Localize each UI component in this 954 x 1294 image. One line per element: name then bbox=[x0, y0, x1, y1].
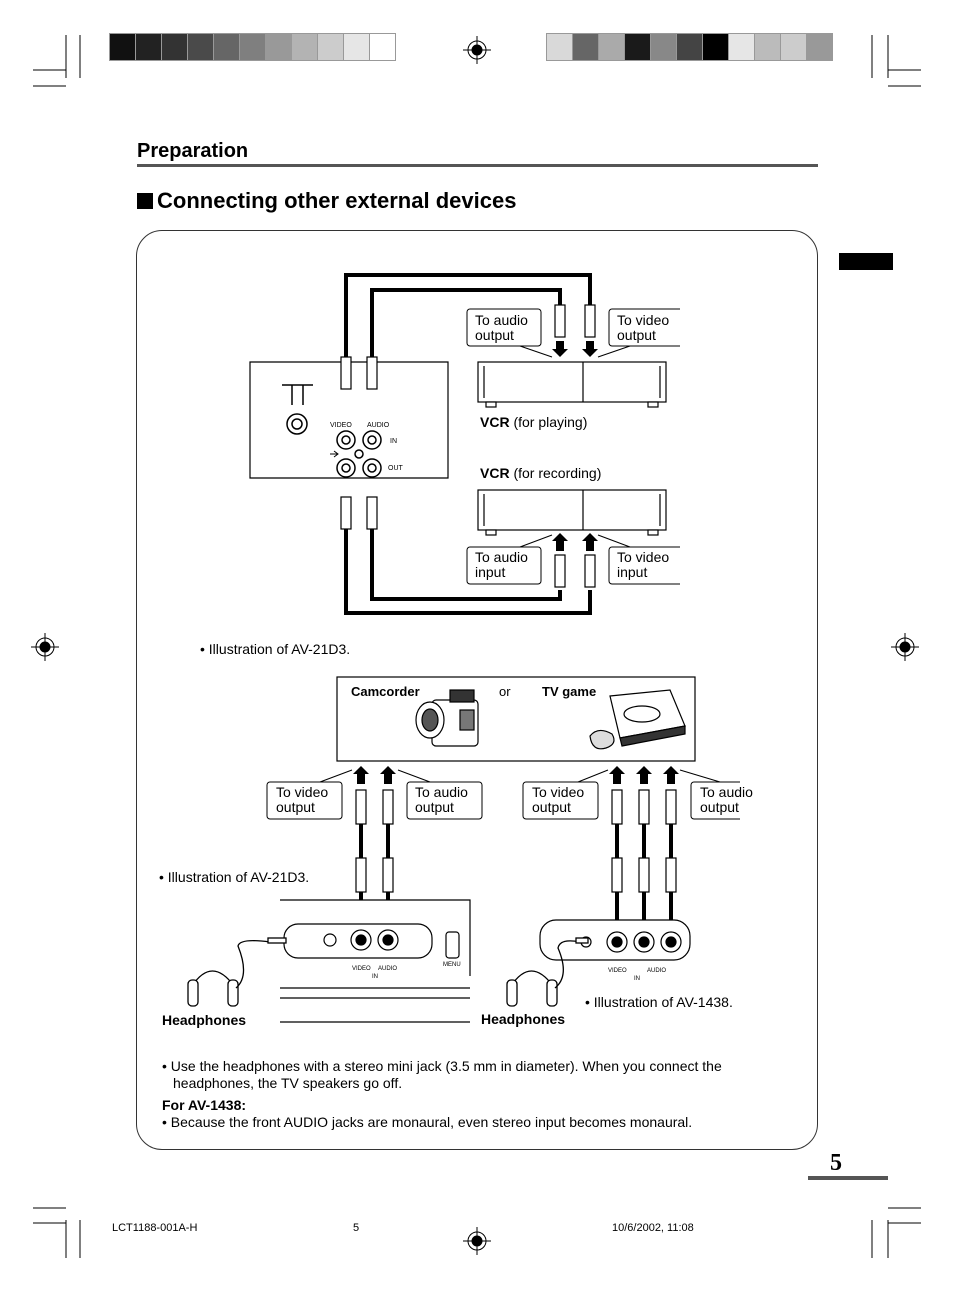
color-swatch bbox=[598, 33, 625, 61]
caption-diagram2-right: • Illustration of AV-1438. bbox=[585, 994, 733, 1010]
callout-audio-output: To audio output bbox=[475, 312, 528, 343]
section-title: Preparation bbox=[137, 140, 249, 162]
plugs bbox=[340, 304, 596, 588]
tv-video-label: VIDEO bbox=[330, 422, 352, 429]
heading-square-icon bbox=[137, 193, 153, 209]
camcorder-label: Camcorder bbox=[351, 684, 420, 699]
color-swatch bbox=[135, 33, 162, 61]
color-bar-right bbox=[546, 33, 833, 61]
callout-left-video-output: To video output bbox=[276, 784, 329, 815]
tv-front-panel-right bbox=[539, 919, 691, 961]
or-label: or bbox=[499, 684, 511, 699]
diagram-vcr-connection: VIDEO AUDIO IN OUT bbox=[249, 273, 680, 615]
note-for-label: For AV-1438: bbox=[162, 1097, 247, 1113]
callout-video-input: To video input bbox=[617, 549, 670, 580]
color-swatch bbox=[161, 33, 188, 61]
tv-rear-panel bbox=[249, 361, 449, 479]
callout-audio-input: To audio input bbox=[475, 549, 528, 580]
callout-right-video-output: To video output bbox=[532, 784, 585, 815]
vcr-playing bbox=[477, 361, 667, 408]
color-swatch bbox=[109, 33, 136, 61]
footer-right: 10/6/2002, 11:08 bbox=[612, 1222, 694, 1234]
tv-in-label: IN bbox=[390, 438, 397, 445]
color-swatch bbox=[291, 33, 318, 61]
color-swatch bbox=[650, 33, 677, 61]
callout-right-audio-output: To audio output bbox=[700, 784, 753, 815]
cables bbox=[344, 273, 592, 615]
arrow-icon bbox=[330, 450, 339, 458]
front-arrows bbox=[353, 766, 679, 784]
callout-boxes bbox=[466, 308, 680, 585]
page-heading: Connecting other external devices bbox=[137, 188, 516, 214]
caption-diagram1: • Illustration of AV-21D3. bbox=[200, 641, 351, 657]
front-in-label-right: IN bbox=[634, 976, 640, 982]
callout-left-audio-output: To audio output bbox=[415, 784, 468, 815]
vcr-recording-rest: (for recording) bbox=[509, 465, 602, 481]
front-plugs bbox=[355, 789, 677, 893]
tv-game-label: TV game bbox=[542, 684, 597, 699]
footer-center: 5 bbox=[353, 1222, 360, 1234]
vcr-recording bbox=[477, 489, 667, 536]
heading-text: Connecting other external devices bbox=[157, 188, 517, 213]
registration-mark-left bbox=[31, 633, 59, 661]
section-rule bbox=[137, 164, 818, 167]
color-swatch bbox=[676, 33, 703, 61]
vcr-recording-label: VCR (for recording) bbox=[480, 466, 601, 481]
caption-diagram2-left: • Illustration of AV-21D3. bbox=[159, 869, 310, 885]
vcr-playing-rest: (for playing) bbox=[509, 414, 588, 430]
page-number: 5 bbox=[830, 1150, 842, 1176]
front-video-label-right: VIDEO bbox=[608, 968, 627, 974]
color-swatch bbox=[754, 33, 781, 61]
headphones-label-left: Headphones bbox=[162, 1012, 247, 1028]
color-swatch bbox=[702, 33, 729, 61]
color-swatch bbox=[728, 33, 755, 61]
registration-mark-bottom bbox=[463, 1227, 491, 1255]
color-swatch bbox=[213, 33, 240, 61]
color-swatch bbox=[187, 33, 214, 61]
front-menu-label: MENU bbox=[443, 962, 461, 968]
color-swatch bbox=[317, 33, 344, 61]
front-audio-label-right: AUDIO bbox=[647, 968, 666, 974]
side-tab bbox=[839, 253, 893, 270]
registration-mark-right bbox=[891, 633, 919, 661]
content-panel bbox=[136, 230, 818, 1150]
tv-audio-label: AUDIO bbox=[367, 422, 390, 429]
front-callout-boxes bbox=[266, 769, 740, 820]
headphones-icon-left bbox=[187, 937, 287, 1007]
color-swatch bbox=[343, 33, 370, 61]
color-swatch bbox=[265, 33, 292, 61]
note-bullet1-line1: • Use the headphones with a stereo mini … bbox=[162, 1058, 722, 1074]
color-swatch bbox=[780, 33, 807, 61]
headphones-icon-right bbox=[506, 937, 589, 1007]
vcr-recording-bold: VCR bbox=[480, 465, 510, 481]
color-bar-left bbox=[109, 33, 396, 61]
tv-front-panel-left bbox=[280, 899, 471, 1023]
note-bullet1-line2: headphones, the TV speakers go off. bbox=[173, 1075, 403, 1091]
vcr-playing-bold: VCR bbox=[480, 414, 510, 430]
color-swatch bbox=[546, 33, 573, 61]
color-swatch bbox=[369, 33, 396, 61]
color-swatch bbox=[572, 33, 599, 61]
headphones-label-right: Headphones bbox=[481, 1011, 566, 1027]
color-swatch bbox=[624, 33, 651, 61]
callout-video-output: To video output bbox=[617, 312, 670, 343]
color-swatch bbox=[239, 33, 266, 61]
vcr-playing-label: VCR (for playing) bbox=[480, 415, 587, 430]
page-number-rule bbox=[808, 1176, 888, 1180]
direction-arrows bbox=[552, 341, 598, 551]
front-video-label-left: VIDEO bbox=[352, 966, 371, 972]
diagram-front-connection: VIDEO AUDIO IN MENU VIDEO AUDIO IN bbox=[187, 676, 740, 1023]
tv-out-label: OUT bbox=[388, 465, 404, 472]
antenna-icon bbox=[282, 384, 313, 435]
front-audio-label-left: AUDIO bbox=[378, 966, 397, 972]
camcorder-icon bbox=[415, 689, 479, 747]
footer-left: LCT1188-001A-H bbox=[112, 1222, 198, 1234]
registration-mark-top bbox=[463, 36, 491, 64]
note-bullet2: • Because the front AUDIO jacks are mona… bbox=[162, 1114, 693, 1130]
color-swatch bbox=[806, 33, 833, 61]
tv-game-icon bbox=[589, 689, 686, 750]
av-jacks bbox=[336, 430, 382, 478]
front-in-label-left: IN bbox=[372, 974, 378, 980]
